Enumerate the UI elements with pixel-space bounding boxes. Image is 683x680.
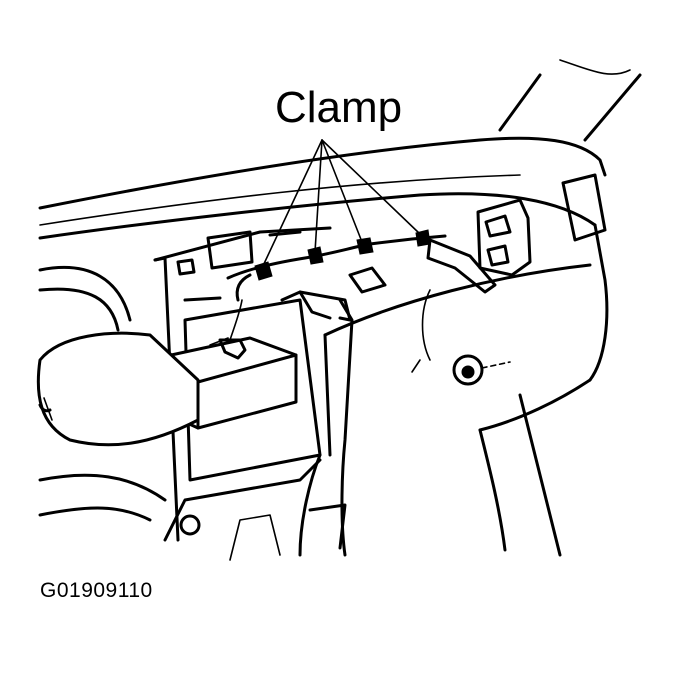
clamp-icon: [254, 229, 431, 281]
wire-harness: [226, 234, 447, 341]
bracket-icon: [426, 198, 532, 294]
dashboard-top: [38, 136, 607, 240]
windshield-lines: [498, 59, 642, 142]
steering-column: [36, 265, 200, 522]
clamp-callout-label: Clamp: [275, 83, 403, 132]
glove-box-icon: [323, 263, 592, 457]
dashboard-right: [478, 223, 609, 557]
leader-line: [261, 139, 421, 269]
side-vent-icon: [561, 173, 607, 242]
center-panel: [153, 226, 354, 561]
figure-id: G01909110: [40, 579, 153, 602]
